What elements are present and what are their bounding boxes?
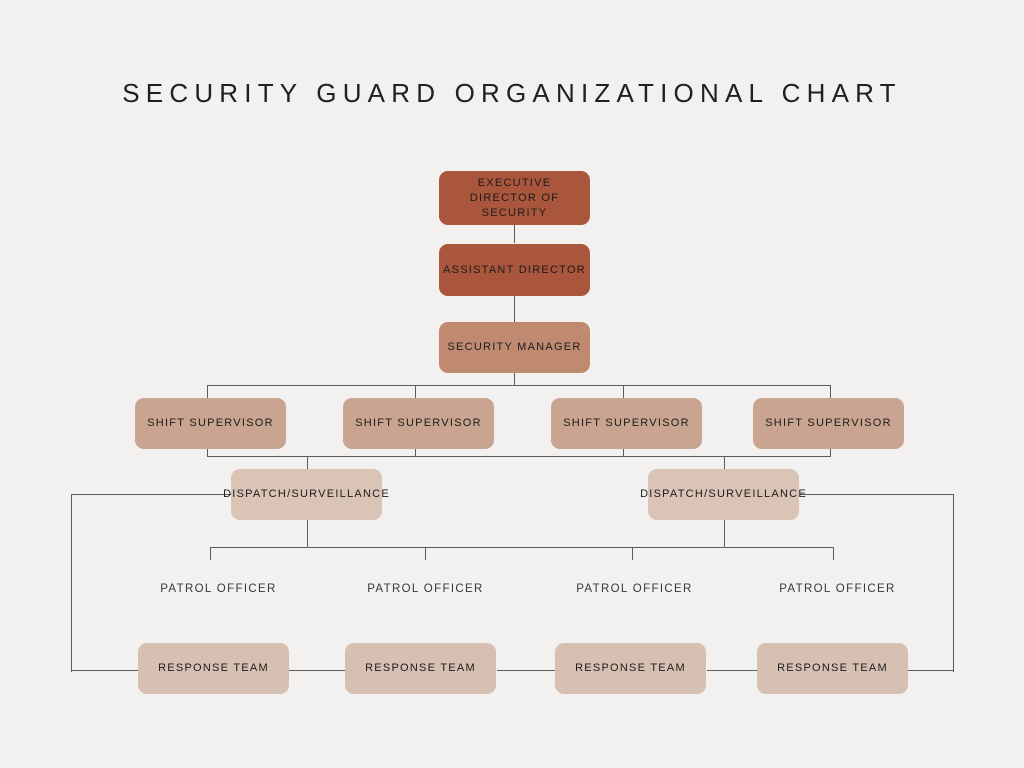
- connector-patrol-bus: [210, 547, 834, 549]
- connector-shift-drop-3: [623, 385, 625, 398]
- connector-left-riser: [71, 494, 73, 672]
- connector-dispatch-2-to-patrol-bus: [724, 519, 726, 548]
- connector-shift-drop-4: [830, 385, 832, 398]
- connector-response-1-to-2: [288, 670, 345, 672]
- connector-shift-bus: [207, 385, 831, 387]
- node-response-team-1-label: RESPONSE TEAM: [158, 662, 269, 674]
- connector-shift-1-down: [207, 449, 209, 457]
- node-executive-director-label: EXECUTIVE DIRECTOR OF SECURITY: [469, 176, 560, 219]
- node-shift-supervisor-2-label: SHIFT SUPERVISOR: [355, 417, 482, 429]
- connector-exec-to-assistant: [514, 225, 516, 243]
- connector-manager-to-shift-bus: [514, 373, 516, 386]
- connector-dispatch-drop-2: [724, 456, 726, 470]
- connector-dispatch-drop-1: [307, 456, 309, 470]
- node-security-manager-label: SECURITY MANAGER: [447, 341, 582, 353]
- node-response-team-3-label: RESPONSE TEAM: [575, 662, 686, 674]
- node-patrol-officer-1[interactable]: PATROL OFFICER: [143, 578, 294, 600]
- node-shift-supervisor-3-label: SHIFT SUPERVISOR: [563, 417, 690, 429]
- node-patrol-officer-2[interactable]: PATROL OFFICER: [350, 578, 501, 600]
- connector-dispatch-2-right: [800, 494, 954, 496]
- node-response-team-2-label: RESPONSE TEAM: [365, 662, 476, 674]
- connector-patrol-stub-2: [425, 547, 427, 560]
- node-response-team-3[interactable]: RESPONSE TEAM: [555, 643, 706, 694]
- node-response-team-4-label: RESPONSE TEAM: [777, 662, 888, 674]
- node-assistant-director[interactable]: ASSISTANT DIRECTOR: [439, 244, 590, 296]
- connector-response-3-to-4: [707, 670, 757, 672]
- node-dispatch-surveillance-1[interactable]: DISPATCH/SURVEILLANCE: [223, 469, 389, 520]
- connector-left-to-response-1: [71, 670, 141, 672]
- connector-shift-3-down: [623, 449, 625, 457]
- node-shift-supervisor-1-label: SHIFT SUPERVISOR: [147, 417, 274, 429]
- connector-patrol-stub-1: [210, 547, 212, 560]
- connector-dispatch-1-to-patrol-bus: [307, 519, 309, 548]
- connector-dispatch-bus: [207, 456, 831, 458]
- connector-shift-4-down: [830, 449, 832, 457]
- node-patrol-officer-1-label: PATROL OFFICER: [160, 582, 277, 595]
- connector-patrol-stub-4: [833, 547, 835, 560]
- node-dispatch-surveillance-2[interactable]: DISPATCH/SURVEILLANCE: [640, 469, 806, 520]
- connector-shift-drop-2: [415, 385, 417, 398]
- node-assistant-director-label: ASSISTANT DIRECTOR: [443, 263, 586, 276]
- node-patrol-officer-4[interactable]: PATROL OFFICER: [762, 578, 913, 600]
- connector-shift-2-down: [415, 449, 417, 457]
- node-shift-supervisor-4-label: SHIFT SUPERVISOR: [765, 417, 892, 429]
- node-patrol-officer-4-label: PATROL OFFICER: [779, 582, 896, 595]
- node-security-manager[interactable]: SECURITY MANAGER: [439, 322, 590, 373]
- connector-right-riser: [953, 494, 955, 672]
- node-dispatch-surveillance-1-label: DISPATCH/SURVEILLANCE: [223, 488, 390, 500]
- connector-assistant-to-manager: [514, 296, 516, 323]
- node-dispatch-surveillance-2-label: DISPATCH/SURVEILLANCE: [640, 488, 807, 500]
- connector-shift-drop-1: [207, 385, 209, 398]
- page-title: SECURITY GUARD ORGANIZATIONAL CHART: [122, 78, 902, 108]
- node-shift-supervisor-2[interactable]: SHIFT SUPERVISOR: [343, 398, 494, 449]
- node-shift-supervisor-4[interactable]: SHIFT SUPERVISOR: [753, 398, 904, 449]
- node-response-team-4[interactable]: RESPONSE TEAM: [757, 643, 908, 694]
- connector-right-to-response-4: [906, 670, 954, 672]
- connector-patrol-stub-3: [632, 547, 634, 560]
- node-shift-supervisor-1[interactable]: SHIFT SUPERVISOR: [135, 398, 286, 449]
- node-patrol-officer-3[interactable]: PATROL OFFICER: [559, 578, 710, 600]
- node-patrol-officer-3-label: PATROL OFFICER: [576, 582, 693, 595]
- node-executive-director[interactable]: EXECUTIVE DIRECTOR OF SECURITY: [439, 171, 590, 225]
- node-response-team-2[interactable]: RESPONSE TEAM: [345, 643, 496, 694]
- node-shift-supervisor-3[interactable]: SHIFT SUPERVISOR: [551, 398, 702, 449]
- connector-dispatch-1-left: [71, 494, 231, 496]
- connector-response-2-to-3: [497, 670, 555, 672]
- node-response-team-1[interactable]: RESPONSE TEAM: [138, 643, 289, 694]
- node-patrol-officer-2-label: PATROL OFFICER: [367, 582, 484, 595]
